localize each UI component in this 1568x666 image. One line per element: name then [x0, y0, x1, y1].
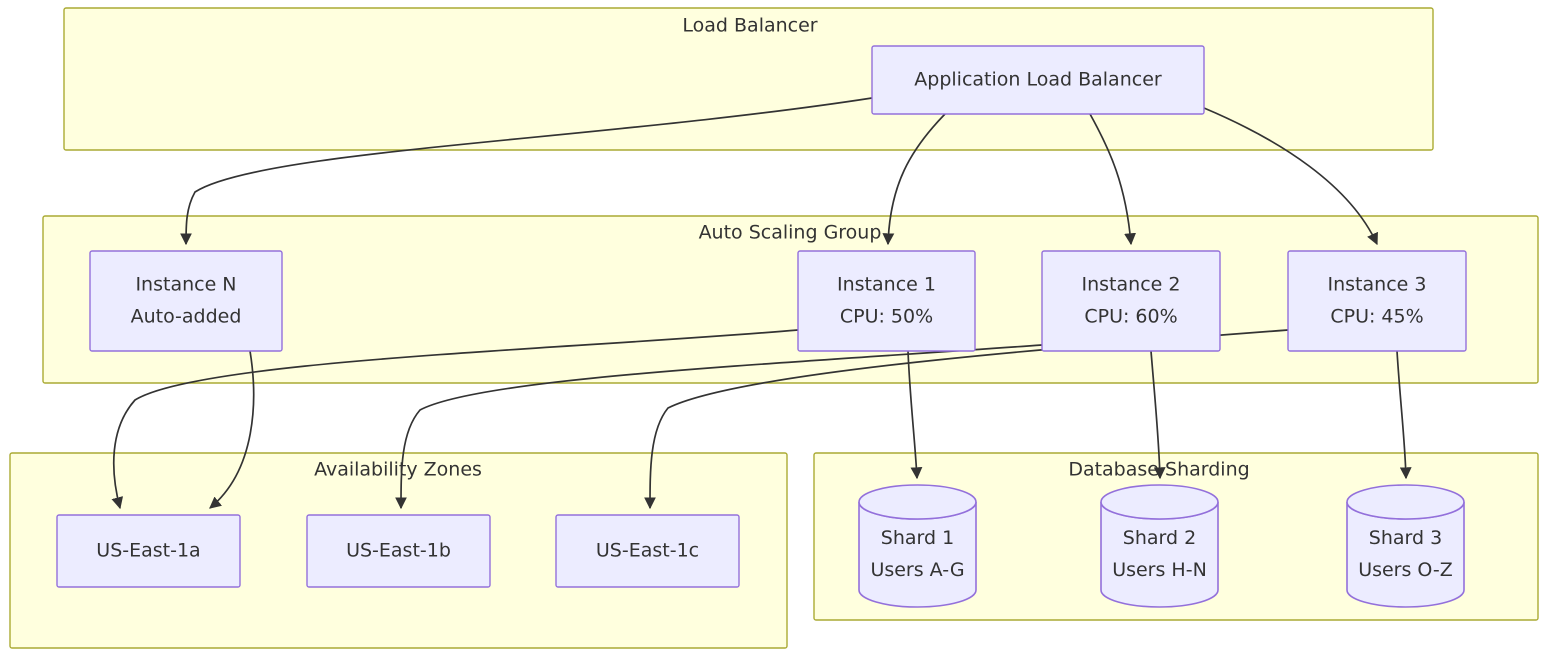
- edge-alb-to-instance-1: [882, 113, 946, 246]
- cylinder-top-shard-3: [1346, 484, 1465, 520]
- edge-instance-n-to-us-east-1a: [209, 350, 255, 509]
- node-us-east-1b[interactable]: US-East-1b: [306, 514, 491, 588]
- cluster-label-auto-scaling-group: Auto Scaling Group: [699, 222, 882, 244]
- cylinder-top-shard-1: [858, 484, 977, 520]
- node-box-us-east-1a: [56, 514, 241, 588]
- node-label-shard-2-line-0: Shard 2: [1123, 527, 1196, 549]
- cluster-label-load-balancer: Load Balancer: [682, 15, 817, 37]
- node-box-us-east-1b: [306, 514, 491, 588]
- node-us-east-1a[interactable]: US-East-1a: [56, 514, 241, 588]
- node-instance-2[interactable]: Instance 2 CPU: 60%: [1041, 250, 1221, 352]
- node-label-instance-2-line-0: Instance 2: [1082, 274, 1181, 296]
- node-us-east-1c[interactable]: US-East-1c: [555, 514, 740, 588]
- node-instance-1[interactable]: Instance 1 CPU: 50%: [797, 250, 976, 352]
- node-label-us-east-1b-line-0: US-East-1b: [346, 540, 451, 562]
- node-alb[interactable]: Application Load Balancer: [871, 45, 1205, 115]
- node-shard-3[interactable]: Shard 3 Users O-Z: [1346, 484, 1465, 608]
- cylinder-top-shard-2: [1100, 484, 1219, 520]
- node-shard-1[interactable]: Shard 1 Users A-G: [858, 484, 977, 608]
- node-box-instance-n: [89, 250, 283, 352]
- node-label-instance-2-line-1: CPU: 60%: [1084, 306, 1177, 328]
- cluster-load-balancer: Load Balancer: [63, 7, 1434, 151]
- node-instance-n[interactable]: Instance N Auto-added: [89, 250, 283, 352]
- edge-instance-3-to-shard-3: [1396, 350, 1412, 480]
- node-box-us-east-1c: [555, 514, 740, 588]
- node-label-instance-3-line-1: CPU: 45%: [1330, 306, 1423, 328]
- cluster-label-availability-zones: Availability Zones: [314, 459, 482, 481]
- node-label-shard-3-line-1: Users O-Z: [1358, 559, 1453, 581]
- node-label-shard-1-line-1: Users A-G: [870, 559, 964, 581]
- node-label-instance-n-line-1: Auto-added: [131, 306, 242, 328]
- node-label-shard-3-line-0: Shard 3: [1369, 527, 1442, 549]
- edge-instance-1-to-shard-1: [907, 350, 923, 480]
- node-box-instance-3: [1287, 250, 1467, 352]
- node-label-shard-1-line-0: Shard 1: [881, 527, 954, 549]
- node-box-instance-2: [1041, 250, 1221, 352]
- node-box-instance-1: [797, 250, 976, 352]
- edge-alb-to-instance-n: [180, 97, 873, 246]
- node-label-us-east-1a-line-0: US-East-1a: [96, 540, 200, 562]
- edge-alb-to-instance-3: [1203, 107, 1378, 246]
- node-shard-2[interactable]: Shard 2 Users H-N: [1100, 484, 1219, 608]
- node-label-instance-1-line-1: CPU: 50%: [840, 306, 933, 328]
- node-instance-3[interactable]: Instance 3 CPU: 45%: [1287, 250, 1467, 352]
- edge-instance-2-to-shard-2: [1150, 350, 1166, 480]
- node-label-us-east-1c-line-0: US-East-1c: [596, 540, 699, 562]
- node-label-instance-n-line-0: Instance N: [135, 274, 236, 296]
- edge-group: [111, 97, 1412, 510]
- node-label-shard-2-line-1: Users H-N: [1112, 559, 1207, 581]
- node-box-alb: [871, 45, 1205, 115]
- edge-instance-1-to-us-east-1a: [111, 329, 799, 510]
- node-label-instance-3-line-0: Instance 3: [1328, 274, 1427, 296]
- edge-instance-2-to-us-east-1b: [395, 344, 1043, 510]
- node-label-alb-line-0: Application Load Balancer: [914, 69, 1162, 91]
- edge-alb-to-instance-2: [1089, 113, 1137, 246]
- node-label-instance-1-line-0: Instance 1: [837, 274, 936, 296]
